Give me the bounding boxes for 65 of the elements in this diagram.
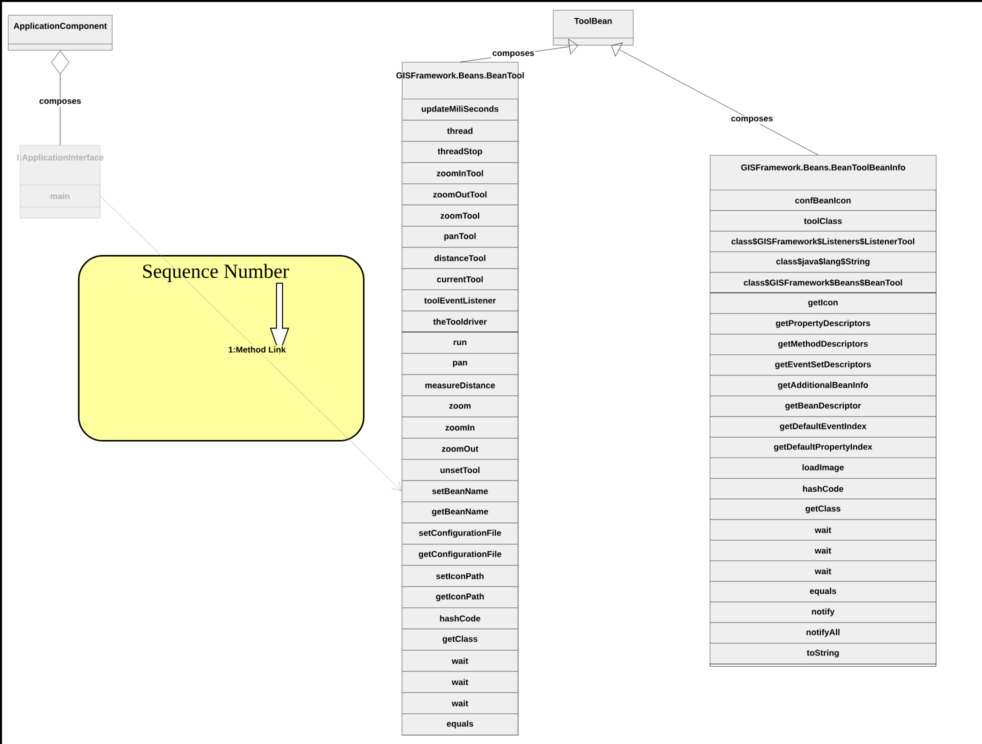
member-row: thread — [402, 120, 518, 142]
member-row: class$GISFramework$Beans$BeanTool — [710, 272, 936, 294]
member-row: equals — [710, 581, 936, 602]
member-row: confBeanIcon — [710, 190, 936, 211]
member-row: currentTool — [402, 268, 518, 290]
member-row: theTooldriver — [402, 310, 518, 332]
member-row: zoomIn — [402, 416, 518, 438]
member-row: zoom — [402, 396, 518, 418]
member-row: main — [20, 184, 100, 208]
member-row: getPropertyDescriptors — [710, 313, 936, 334]
member-row: unsetTool — [402, 459, 518, 481]
member-row: updateMiliSeconds — [402, 98, 518, 120]
member-row: zoomInTool — [402, 162, 518, 184]
member-row: getClass — [402, 628, 518, 650]
member-row: zoomTool — [402, 204, 518, 226]
member-row: threadStop — [402, 141, 518, 163]
member-row: wait — [402, 692, 518, 714]
connector-arrow — [611, 42, 818, 156]
member-row: getClass — [710, 498, 936, 520]
member-row: toString — [710, 643, 936, 664]
member-row: wait — [710, 560, 936, 582]
member-row: getBeanName — [402, 502, 518, 524]
member-row: notifyAll — [710, 622, 936, 644]
edge-label: composes — [38, 98, 82, 107]
member-row: class$GISFramework$Listeners$ListenerTool — [710, 231, 936, 252]
member-row: wait — [402, 671, 518, 693]
member-row: hashCode — [402, 608, 518, 630]
member-row: getAdditionalBeanInfo — [710, 375, 936, 396]
member-row: setIconPath — [402, 565, 518, 587]
member-row: zoomOutTool — [402, 184, 518, 206]
member-row: getDefaultEventIndex — [710, 416, 936, 438]
member-row: pan — [402, 353, 518, 375]
member-row: wait — [710, 540, 936, 561]
member-row: getIcon — [710, 292, 936, 314]
member-row: distanceTool — [402, 247, 518, 269]
edge-label: composes — [730, 116, 774, 124]
callout-text: Sequence Number — [143, 264, 289, 282]
member-row: toolEventListener — [402, 290, 518, 312]
member-row: class$java$lang$String — [710, 252, 936, 273]
member-row: run — [402, 332, 518, 354]
member-row: hashCode — [710, 478, 936, 500]
member-row: equals — [402, 714, 518, 736]
member-row: setBeanName — [402, 480, 518, 502]
member-row: getBeanDescriptor — [710, 396, 936, 417]
class-box: ToolBean — [553, 10, 634, 46]
member-row: wait — [710, 519, 936, 540]
callout-box — [78, 255, 364, 442]
connector-arrow — [100, 196, 402, 492]
member-row: measureDistance — [402, 374, 518, 396]
member-row: panTool — [402, 226, 518, 248]
member-row: notify — [710, 602, 936, 623]
member-row: getConfigurationFile — [402, 544, 518, 566]
member-row: getIconPath — [402, 586, 518, 608]
member-row: setConfigurationFile — [402, 522, 518, 544]
connector-arrow — [51, 50, 70, 146]
member-row: zoomOut — [402, 438, 518, 460]
edge-label: composes — [491, 50, 536, 59]
member-row: getEventSetDescriptors — [710, 354, 936, 376]
member-row: toolClass — [710, 210, 936, 232]
member-row: getDefaultPropertyIndex — [710, 437, 936, 458]
member-row: wait — [402, 650, 518, 672]
member-row: loadImage — [710, 458, 936, 479]
member-row: getMethodDescriptors — [710, 334, 936, 355]
block-arrow — [270, 282, 290, 355]
class-box: ApplicationComponent — [8, 15, 112, 50]
